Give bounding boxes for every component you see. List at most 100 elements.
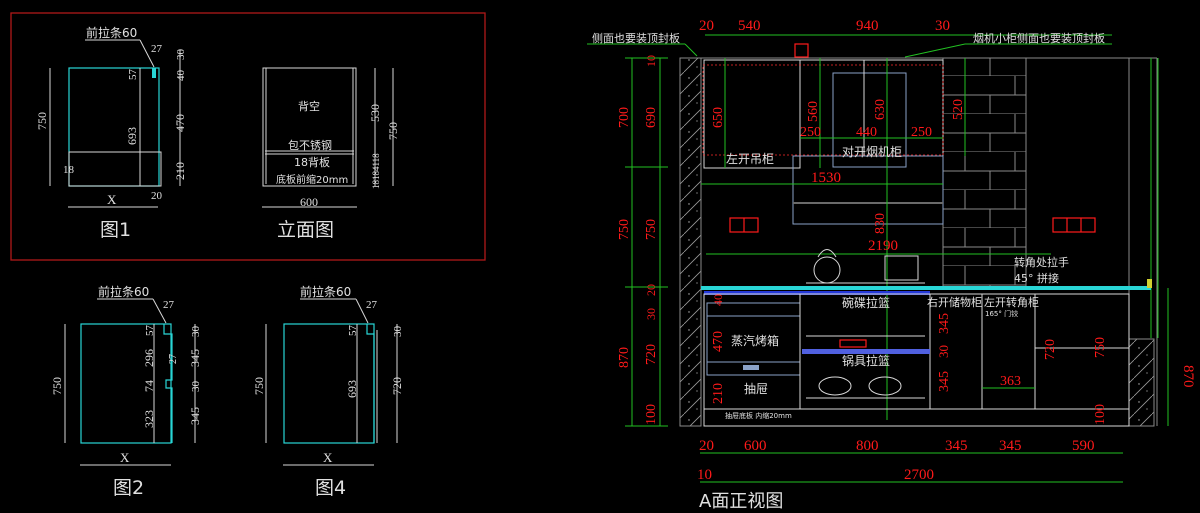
fig1-dim-693: 693 [125,127,139,145]
fig1-dim-470: 470 [173,114,187,132]
fig1-dim-750: 750 [35,112,49,130]
dim-870: 870 [1180,365,1196,388]
dim-345b: 345 [937,371,952,392]
fig2-dim-345b: 345 [188,407,202,425]
elevation-label-back-empty: 背空 [298,99,320,113]
dim-345a: 345 [937,313,952,334]
label-left-wall-cab: 左开吊柜 [726,151,774,166]
elevation-title: 立面图 [277,219,334,241]
dim-650: 650 [711,107,726,128]
left-inner-750: 750 [644,219,659,240]
fig4-dim-750: 750 [252,377,266,395]
dim-30: 30 [936,345,951,358]
fig1-width-x: X [107,192,117,207]
dim-2190: 2190 [868,238,898,254]
fig2-width-x: X [120,450,130,465]
fig2-dim-296: 296 [142,349,156,367]
left-inner-100: 100 [644,404,659,425]
bottom-dim-5: 345 [999,438,1022,454]
total-dim-2: 2700 [904,467,934,483]
fig2-dim-345a: 345 [188,349,202,367]
bottom-dim-4: 345 [945,438,968,454]
fig2-dim-323: 323 [142,410,156,428]
fig4-dim-30: 30 [392,326,404,338]
label-steam-oven: 蒸汽烤箱 [731,333,779,348]
dim-440: 440 [856,125,877,140]
dim-520: 520 [951,99,966,120]
dim-363: 363 [1000,374,1021,389]
fig4-title: 图4 [315,477,346,499]
elevation-dim-750: 750 [386,122,400,140]
dim-560: 560 [806,101,821,122]
left-inner-10: 10 [644,55,658,67]
note-hinge: 165° 门铰 [985,309,1018,318]
elevation-label-back-board: 18背板 [294,155,330,169]
panel-border [10,12,486,261]
fig1-dim-18: 18 [63,164,75,176]
dim-250b: 250 [911,125,932,140]
fig2-leader-label: 前拉条60 [98,284,149,299]
label-left-corner: 左开转角柜 [984,295,1039,309]
dim-210: 210 [711,383,726,404]
left-inner-690: 690 [644,107,659,128]
left-inner-20: 20 [644,284,658,296]
elevation-dim-530: 530 [368,104,382,122]
note-side-seal: 侧面也要装顶封板 [592,31,680,45]
fig1-dim-210: 210 [173,162,187,180]
fig4-dim-27: 27 [366,299,378,311]
fig2-dim-57: 57 [144,325,156,337]
note-corner-joint: 45° 拼接 [1014,271,1059,285]
dim-40: 40 [711,294,725,306]
note-hood-side-seal: 烟机小柜侧面也要装顶封板 [973,31,1105,45]
left-outer-870: 870 [617,347,632,368]
elevation-width-600: 600 [300,195,318,209]
dim-830: 830 [873,213,888,234]
dim-720: 720 [1043,339,1058,360]
fig1-dim-20: 20 [151,190,163,202]
fig4-dim-720: 720 [390,377,404,395]
fig1-dim-57: 57 [127,69,139,81]
top-dim-4: 30 [935,18,950,34]
bottom-dim-6: 590 [1072,438,1095,454]
fig1-dim-40: 40 [175,70,187,82]
left-wall [679,57,702,427]
fig4-drawing: 前拉条60 750 57 693 27 30 720 X 图4 [252,284,404,499]
bottom-dim-3: 800 [856,438,879,454]
fig4-width-x: X [323,450,333,465]
dim-1530: 1530 [811,170,841,186]
right-wall [1128,338,1155,427]
fig4-dim-693: 693 [345,380,359,398]
top-dim-3: 940 [856,18,879,34]
elevation-label-wrap-steel: 包不锈钢 [288,139,332,152]
fig2-title: 图2 [113,477,144,499]
dim-630: 630 [873,99,888,120]
fig1-drawing: 前拉条60 750 693 57 27 30 40 470 210 18 20 … [35,25,187,241]
fig1-title: 图1 [100,219,131,241]
label-pot-basket: 锅具拉篮 [842,353,890,368]
fig2-dim-750: 750 [50,377,64,395]
fig1-dim-30: 30 [175,49,187,61]
elevation-dim-small: 18184118 [371,153,381,189]
fig1-leader-label: 前拉条60 [86,25,137,40]
elevation-a-title: A面正视图 [699,491,783,512]
fig2-dim-27b: 27 [168,354,179,364]
label-hood-cab: 对开烟机柜 [842,145,902,159]
label-dish-basket: 碗碟拉篮 [842,295,890,310]
left-inner-30: 30 [644,308,658,320]
dim-470: 470 [711,331,726,352]
fig4-dim-57: 57 [347,325,359,337]
fig2-dim-30a: 30 [190,326,202,338]
fig2-dim-27: 27 [163,299,175,311]
fig2-dim-30b: 30 [190,381,202,393]
fig2-drawing: 前拉条60 750 57 296 74 323 27 27 30 345 30 … [50,284,202,499]
label-right-storage: 右开储物柜 [927,295,982,309]
note-corner-handle: 转角处拉手 [1014,255,1069,269]
elevation-drawing: 背空 包不锈钢 18背板 底板前缩20mm 530 18184118 750 6… [262,67,400,241]
elevation-label-bottom-recess: 底板前缩20mm [276,173,348,186]
total-dim-1: 10 [697,467,712,483]
bottom-dim-2: 600 [744,438,767,454]
note-drawer-bottom: 抽屉底板 内缩20mm [725,411,792,420]
dim-250a: 250 [800,125,821,140]
left-outer-750: 750 [617,219,632,240]
